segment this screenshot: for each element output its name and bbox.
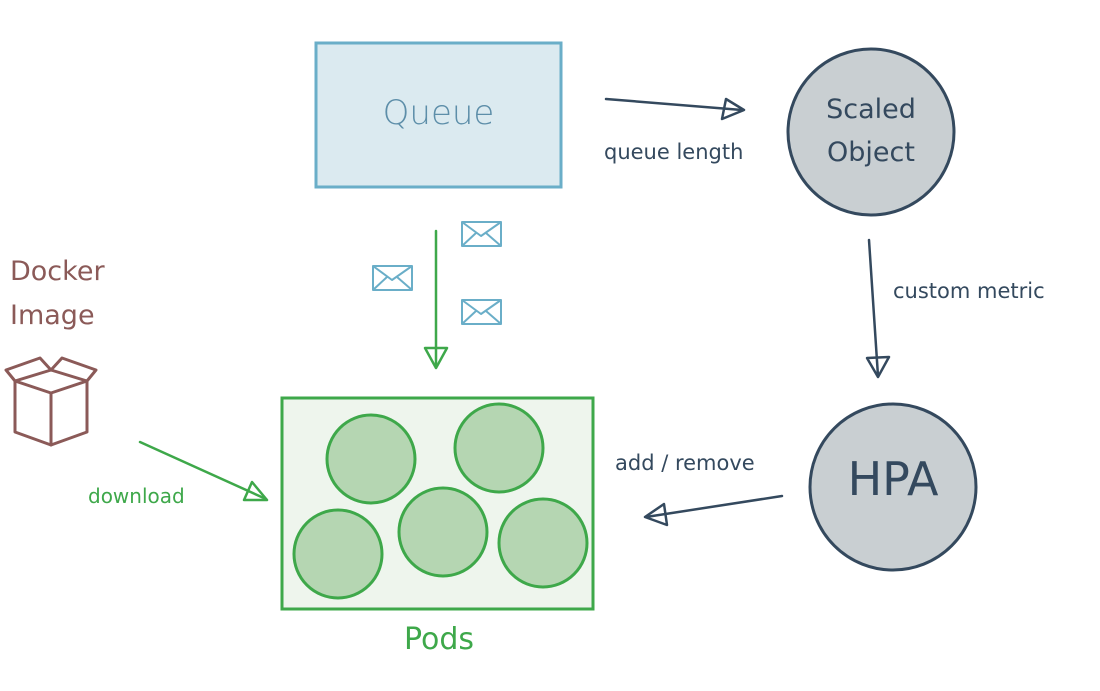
pod [497,497,589,589]
edge-label-add-remove: add / remove [615,451,755,475]
arrow-download [138,440,269,502]
envelope-icon [461,299,502,325]
pods-label: Pods [404,622,475,657]
pod [397,486,489,578]
box-icon [4,356,98,447]
queue-box [314,41,563,189]
envelope-icon [461,221,502,247]
arrow-custom-metric [865,238,891,379]
docker-image-label: Docker Image [10,256,105,331]
arrow-messages [423,229,449,370]
envelope-icon [372,265,413,291]
queue-label: Queue [382,93,495,133]
scaled-object-label: Scaled Object [826,94,916,168]
edge-label-queue-length: queue length [604,140,744,164]
hpa-label: HPA [847,452,939,506]
hpa-node [808,402,978,572]
pod [453,402,545,494]
arrow-add-remove [643,494,784,527]
arrow-queue-length [604,97,746,121]
pod [292,508,384,600]
edge-label-custom-metric: custom metric [893,279,1045,303]
edge-label-download: download [88,484,185,508]
pod [325,413,417,505]
scaled-object-node [786,47,956,217]
